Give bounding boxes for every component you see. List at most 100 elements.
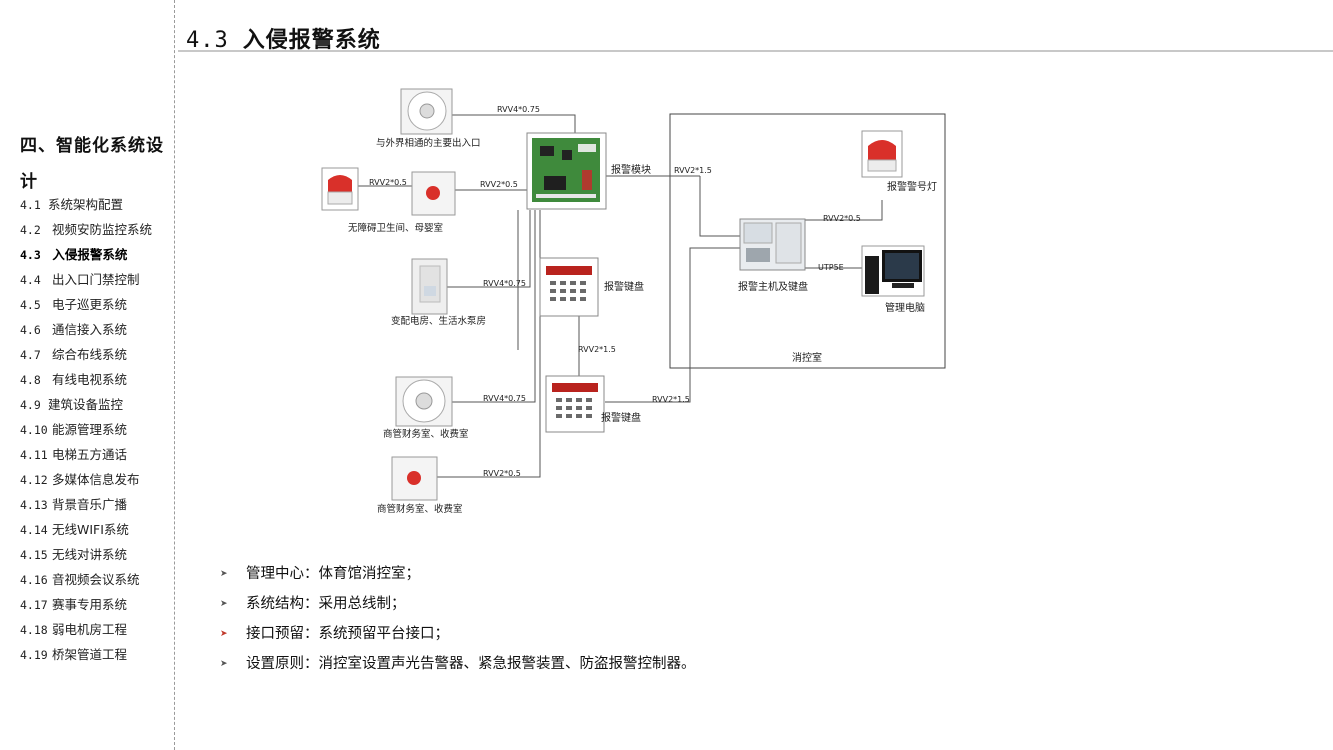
alarm-host-label: 报警主机及键盘 — [738, 280, 808, 293]
cable-label: RVV2*0.5 — [369, 178, 407, 187]
sidebar-item-wifi[interactable]: 4.14 无线WIFI系统 — [20, 519, 152, 544]
ceiling-detector-icon — [395, 376, 453, 427]
sidebar-item-multimedia[interactable]: 4.12 多媒体信息发布 — [20, 469, 152, 494]
entrance-label: 与外界相通的主要出入口 — [376, 137, 481, 149]
bullet-arrow-icon: ➤ — [220, 599, 228, 609]
sidebar-item-number: 4.19 — [20, 648, 48, 662]
sidebar: 四、智能化系统设计 4.1 系统架构配置 4.2 视频安防监控系统 4.3 入侵报… — [0, 0, 174, 750]
section-title: 四、智能化系统设计 — [20, 136, 164, 192]
siren-icon — [321, 167, 359, 211]
sidebar-item-energy[interactable]: 4.10 能源管理系统 — [20, 419, 152, 444]
sidebar-item-number: 4.15 — [20, 548, 48, 562]
sidebar-item-number: 4.8 — [20, 373, 41, 387]
sidebar-item-intrusion-alarm[interactable]: 4.3 入侵报警系统 — [20, 244, 152, 269]
sidebar-item-label: 建筑设备监控 — [48, 397, 124, 412]
emergency-button-icon — [411, 171, 456, 216]
sidebar-item-label: 多媒体信息发布 — [51, 472, 140, 487]
bullet-item: ➤接口预留：系统预留平台接口； — [220, 620, 696, 650]
sidebar-item-bas[interactable]: 4.9 建筑设备监控 — [20, 394, 152, 419]
bullet-item: ➤管理中心：体育馆消控室； — [220, 560, 696, 590]
cable-label: RVV4*0.75 — [497, 105, 540, 114]
sidebar-item-number: 4.6 — [20, 323, 41, 337]
cable-label: RVV2*1.5 — [674, 166, 712, 175]
sidebar-item-label: 系统架构配置 — [48, 197, 124, 212]
keypad-2-label: 报警键盘 — [601, 411, 641, 424]
sidebar-item-background-music[interactable]: 4.13 背景音乐广播 — [20, 494, 152, 519]
sidebar-item-label: 赛事专用系统 — [51, 597, 127, 612]
sidebar-item-machine-room[interactable]: 4.18 弱电机房工程 — [20, 619, 152, 644]
sidebar-item-label: 无线WIFI系统 — [51, 522, 129, 537]
sidebar-item-elevator-intercom[interactable]: 4.11 电梯五方通话 — [20, 444, 152, 469]
sidebar-item-number: 4.5 — [20, 298, 41, 312]
cable-label: RVV2*0.5 — [823, 214, 861, 223]
title-rule — [178, 50, 1333, 52]
computer-label: 管理电脑 — [885, 301, 925, 314]
finance-detector-label: 商管财务室、收费室 — [383, 428, 469, 440]
sidebar-item-label: 能源管理系统 — [51, 422, 127, 437]
emergency-button-icon — [391, 456, 438, 501]
substation-label: 变配电房、生活水泵房 — [391, 315, 486, 327]
sidebar-item-cable-tray[interactable]: 4.19 桥架管道工程 — [20, 644, 152, 669]
sidebar-item-number: 4.1 — [20, 198, 41, 212]
keypad-1-label: 报警键盘 — [604, 280, 644, 293]
sidebar-item-video-surveillance[interactable]: 4.2 视频安防监控系统 — [20, 219, 152, 244]
sidebar-item-label: 视频安防监控系统 — [51, 222, 152, 237]
page-title: 4.3 入侵报警系统 — [186, 22, 381, 54]
sidebar-item-label: 出入口门禁控制 — [51, 272, 140, 287]
alarm-keypad-icon — [539, 257, 599, 317]
sidebar-item-wireless-intercom[interactable]: 4.15 无线对讲系统 — [20, 544, 152, 569]
computer-icon — [861, 245, 925, 297]
sidebar-item-label: 桥架管道工程 — [51, 647, 127, 662]
sidebar-item-av-conference[interactable]: 4.16 音视频会议系统 — [20, 569, 152, 594]
sidebar-item-number: 4.2 — [20, 223, 41, 237]
sidebar-item-label: 无线对讲系统 — [51, 547, 127, 562]
bullet-text: 接口预留：系统预留平台接口； — [246, 626, 449, 642]
sidebar-item-number: 4.17 — [20, 598, 48, 612]
bullet-arrow-icon: ➤ — [220, 569, 228, 579]
sidebar-item-label: 弱电机房工程 — [51, 622, 127, 637]
sidebar-item-label: 通信接入系统 — [51, 322, 127, 337]
accessible-toilet-label: 无障碍卫生间、母婴室 — [348, 222, 443, 234]
sidebar-item-number: 4.12 — [20, 473, 48, 487]
sidebar-item-communication[interactable]: 4.6 通信接入系统 — [20, 319, 152, 344]
sidebar-item-access-control[interactable]: 4.4 出入口门禁控制 — [20, 269, 152, 294]
page-title-number: 4.3 — [186, 28, 229, 53]
sidebar-item-label: 电梯五方通话 — [51, 447, 127, 462]
sidebar-item-label: 背景音乐广播 — [51, 497, 127, 512]
control-room-box — [669, 113, 946, 369]
wiring — [356, 114, 883, 478]
sidebar-item-number: 4.9 — [20, 398, 41, 412]
sidebar-item-number: 4.11 — [20, 448, 48, 462]
bullet-item: ➤ 系统结构：采用总线制； — [220, 590, 696, 620]
sidebar-item-label: 综合布线系统 — [51, 347, 127, 362]
sidebar-item-system-architecture[interactable]: 4.1 系统架构配置 — [20, 194, 152, 219]
sidebar-item-patrol[interactable]: 4.5 电子巡更系统 — [20, 294, 152, 319]
sidebar-item-label: 入侵报警系统 — [52, 247, 128, 262]
sidebar-item-catv[interactable]: 4.8 有线电视系统 — [20, 369, 152, 394]
sidebar-item-label: 音视频会议系统 — [51, 572, 140, 587]
sidebar-item-number: 4.10 — [20, 423, 48, 437]
sidebar-item-cabling[interactable]: 4.7 综合布线系统 — [20, 344, 152, 369]
alarm-module-label: 报警模块 — [611, 163, 651, 176]
sidebar-item-number: 4.7 — [20, 348, 41, 362]
control-room-label: 消控室 — [792, 351, 822, 364]
sidebar-item-label: 电子巡更系统 — [51, 297, 127, 312]
cable-label: RVV4*0.75 — [483, 279, 526, 288]
bullet-item: ➤设置原则：消控室设置声光告警器、紧急报警装置、防盗报警控制器。 — [220, 650, 696, 680]
sidebar-item-number: 4.13 — [20, 498, 48, 512]
bullet-text: 系统结构：采用总线制； — [246, 596, 406, 612]
sidebar-nav: 4.1 系统架构配置 4.2 视频安防监控系统 4.3 入侵报警系统 4.4 出入… — [20, 194, 152, 669]
cable-label: RVV2*0.5 — [483, 469, 521, 478]
bullet-text: 设置原则：消控室设置声光告警器、紧急报警装置、防盗报警控制器。 — [246, 656, 696, 672]
sidebar-item-number: 4.14 — [20, 523, 48, 537]
cable-label: RVV2*1.5 — [578, 345, 616, 354]
sidebar-item-event-system[interactable]: 4.17 赛事专用系统 — [20, 594, 152, 619]
finance-button-label: 商管财务室、收费室 — [377, 503, 463, 515]
sidebar-item-label: 有线电视系统 — [51, 372, 127, 387]
intrusion-alarm-diagram: 消控室 RVV4*0.75 RVV2*0.5 RVV2*0.5 RVV2*1.5… — [321, 88, 946, 515]
strobe-light-icon — [861, 130, 903, 178]
bullet-list: ➤管理中心：体育馆消控室； ➤系统结构：采用总线制； ➤接口预留：系统预留平台接… — [220, 560, 696, 680]
page-title-text: 入侵报警系统 — [242, 28, 381, 53]
cable-label: RVV2*1.5 — [652, 395, 690, 404]
alarm-host-icon — [739, 218, 806, 271]
